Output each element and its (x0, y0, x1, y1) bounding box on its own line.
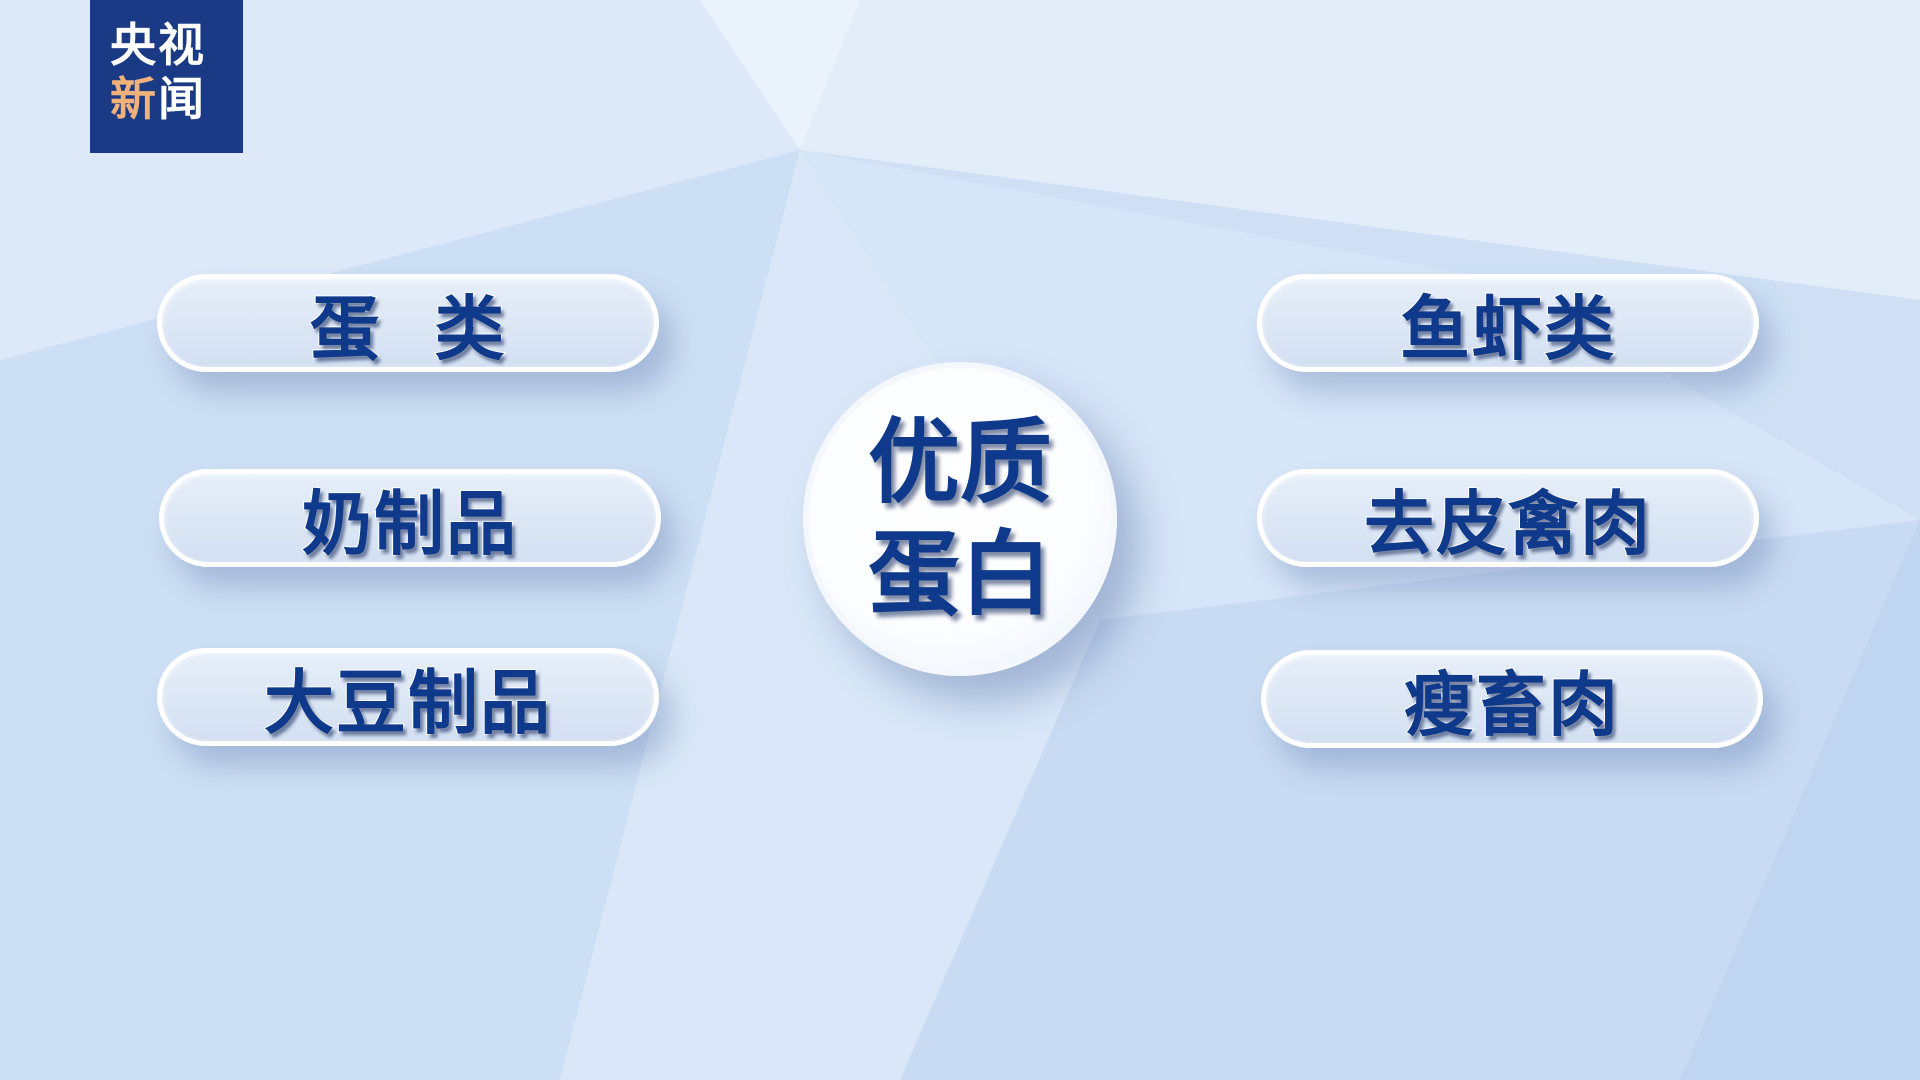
category-label: 鱼虾类 (1399, 287, 1616, 371)
category-pill-fish-shrimp: 鱼虾类 (1257, 274, 1759, 372)
hub-title-line2: 蛋白 (867, 520, 1053, 629)
logo-line1: 央视 (110, 18, 206, 72)
category-label: 瘦畜肉 (1403, 663, 1620, 747)
category-label: 大豆制品 (263, 661, 552, 745)
hub-title-line1: 优质 (867, 408, 1053, 517)
category-pill-eggs: 蛋 类 (157, 274, 659, 372)
category-label: 蛋 类 (309, 287, 507, 371)
category-pill-dairy: 奶制品 (159, 469, 661, 567)
logo-rest-char: 闻 (158, 72, 206, 126)
category-pill-soy: 大豆制品 (157, 648, 659, 746)
category-label: 奶制品 (301, 482, 518, 566)
cctv-news-logo: 央视 新闻 (90, 0, 243, 153)
category-pill-skinless-poultry: 去皮禽肉 (1257, 469, 1759, 567)
logo-line2: 新闻 (110, 72, 243, 126)
logo-accent-char: 新 (110, 72, 158, 126)
category-pill-lean-meat: 瘦畜肉 (1261, 650, 1763, 748)
center-hub-quality-protein: 优质 蛋白 (803, 362, 1117, 676)
category-label: 去皮禽肉 (1363, 482, 1652, 566)
